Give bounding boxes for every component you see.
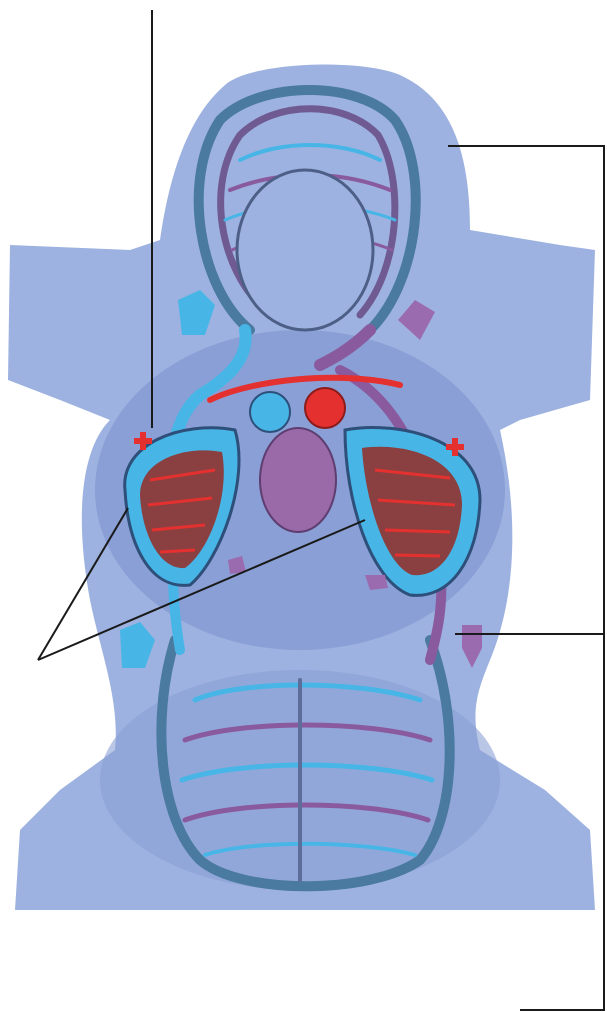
left-atrium: [305, 388, 345, 428]
heart-ventricle: [260, 428, 336, 532]
right-atrium: [250, 392, 290, 432]
